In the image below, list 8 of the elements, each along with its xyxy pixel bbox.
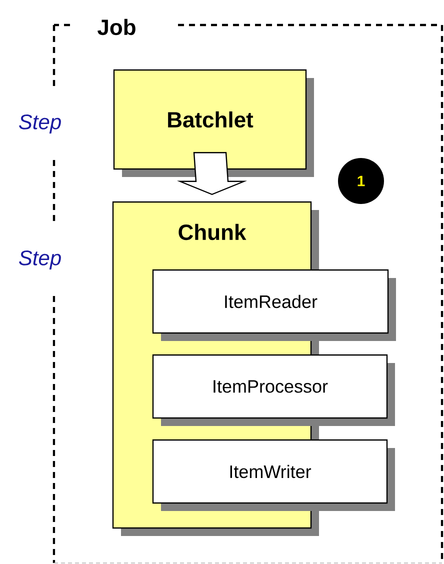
process-box: ItemProcessor [152, 354, 395, 426]
block-arrow [176, 152, 248, 196]
step-label: Step [19, 250, 61, 270]
process-box: Batchlet [113, 69, 314, 177]
process-box: ItemWriter [152, 439, 395, 511]
process-box: ItemReader [152, 269, 396, 341]
step-label: Step [19, 114, 61, 134]
callout-number: 1 [338, 158, 384, 204]
